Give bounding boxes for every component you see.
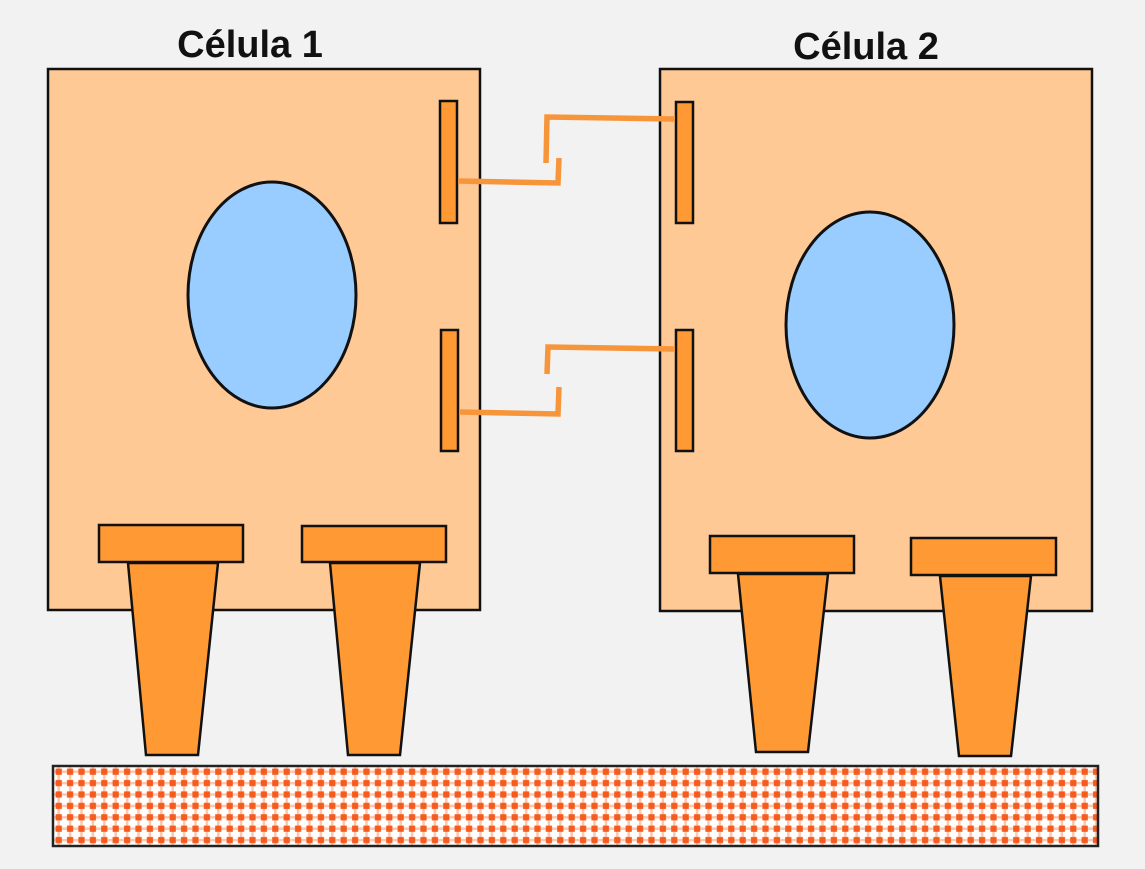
cell-1-title: Célula 1 [177,24,323,66]
cell-2-nucleus [784,210,956,440]
cell-2-title: Célula 2 [793,26,939,68]
cell-1: Célula 1 [46,24,482,612]
connector-top-cell-2 [543,114,676,164]
cell-2-junction-plate-top [674,100,695,225]
connector-bottom-cell-1 [458,386,562,417]
cell-1-junction-plate-bottom [439,328,460,453]
cell-2: Célula 2 [658,26,1094,613]
cell-1-anchor-left-cap [97,523,245,564]
connector-bottom-cell-2 [544,344,676,375]
cell-2-anchor-right-cap [909,536,1058,577]
cell-1-junction-plate-top [438,99,459,225]
basal-membrane [51,764,1100,848]
connector-top-cell-1 [457,157,562,186]
cell-2-junction-plate-bottom [674,328,695,453]
cell-1-nucleus [186,180,358,410]
basal-anchors [97,523,1058,758]
cell-2-anchor-left-cap [708,534,856,575]
cell-1-anchor-right-cap [300,524,448,564]
intercellular-connections [457,114,676,417]
